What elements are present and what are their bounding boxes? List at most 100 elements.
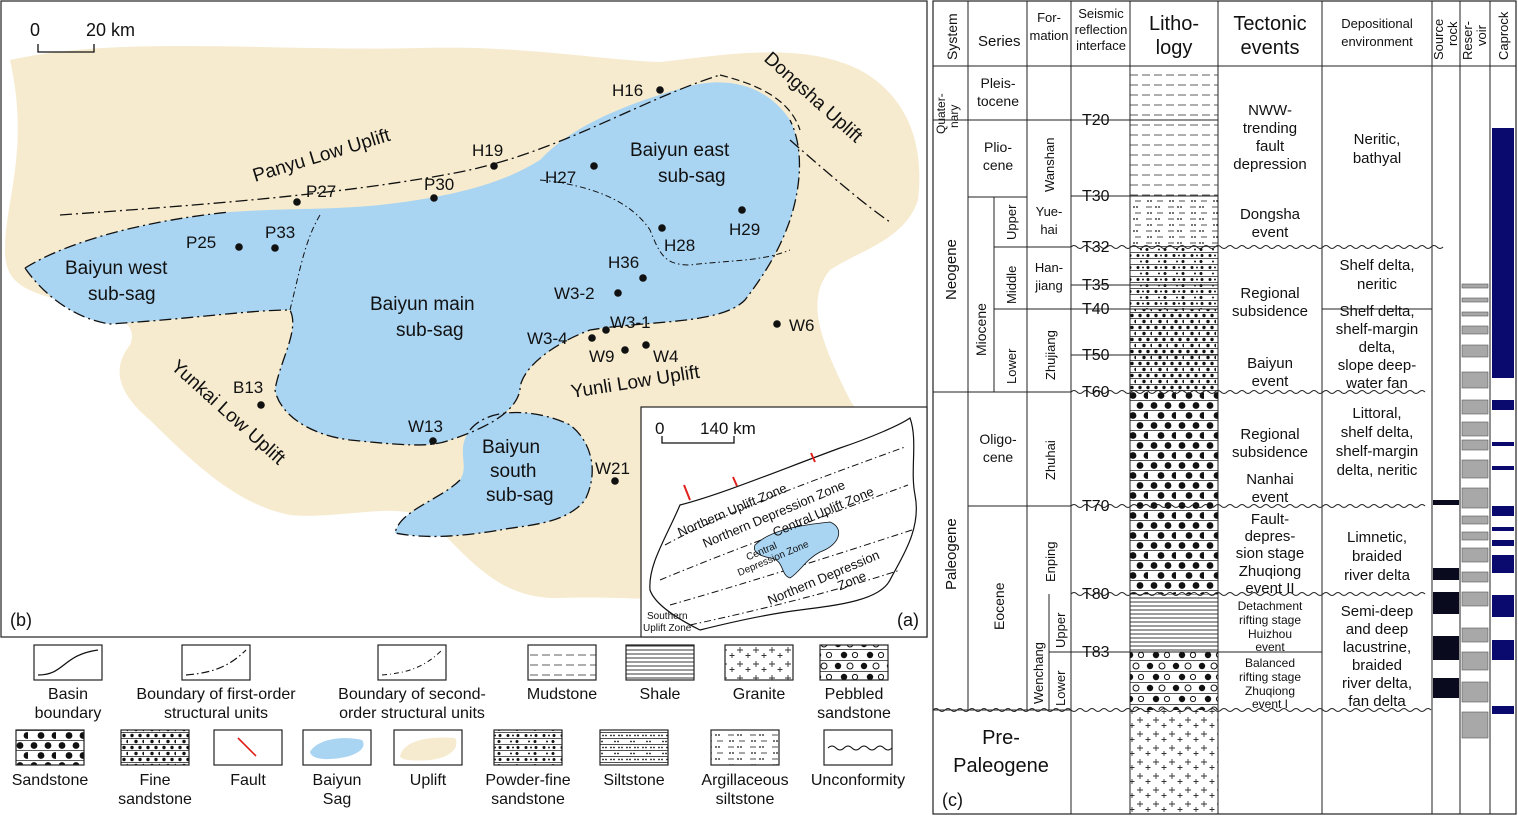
svg-text:140 km: 140 km (700, 419, 756, 438)
well-H16: H16 (612, 81, 664, 100)
well-W3-2: W3-2 (554, 284, 622, 303)
depositional-environments: Neritic,bathyal Shelf delta,neritic Shel… (1336, 131, 1419, 710)
well-W13: W13 (408, 417, 443, 445)
basin-boundary-line (719, 74, 801, 131)
legend-second-order: Boundary of second-order structural unit… (338, 644, 486, 722)
seismic-interfaces: T20 T30 T32 T35 T40 T50 T60 T70 T80 T83 (1071, 112, 1130, 661)
well-W6: W6 (773, 316, 815, 335)
svg-text:H28: H28 (664, 236, 695, 255)
series-lower: Lower (1004, 348, 1019, 384)
well-B13: B13 (233, 378, 265, 409)
baiyun-sag-area (25, 82, 800, 445)
svg-text:W6: W6 (789, 316, 815, 335)
series-eocene: Eocene (991, 582, 1007, 630)
baiyun-south-area (395, 412, 593, 537)
inset-basin-outline (649, 417, 917, 631)
interface-T83: T83 (1082, 644, 1110, 661)
well-W9: W9 (589, 346, 629, 366)
series-eocene-lower: Lower (1053, 670, 1068, 706)
inset-scale-bar: 0 140 km (655, 419, 756, 444)
second-order-boundaries (289, 179, 791, 311)
inset-faults (683, 452, 816, 501)
svg-text:P27: P27 (306, 182, 336, 201)
series-eocene-upper: Upper (1053, 612, 1068, 648)
system-neogene: Neogene (943, 239, 960, 300)
region-baiyun-main: Baiyun main sub-sag (370, 294, 480, 341)
scale-bar-b: 0 20 km (30, 20, 135, 53)
header-caprock: Caprock (1496, 11, 1511, 60)
svg-text:Mudstone: Mudstone (527, 686, 597, 703)
legend-mudstone: Mudstone (527, 644, 597, 703)
svg-text:W3-4: W3-4 (527, 329, 568, 348)
region-baiyun-west: Baiyun west sub-sag (65, 258, 173, 305)
interface-T40: T40 (1082, 301, 1110, 318)
formation-zhujiang: Zhujiang (1043, 330, 1058, 380)
well-P33: P33 (265, 223, 295, 252)
caprock-bars (1492, 128, 1514, 714)
inset-zone-boundaries (659, 446, 913, 626)
formation-enping: Enping (1043, 542, 1058, 582)
svg-text:Boundary of second-order struc: Boundary of second-order structural unit… (338, 686, 486, 722)
system-paleogene: Paleogene (943, 518, 960, 590)
system-pre-paleogene: Pre-Paleogene (953, 727, 1049, 777)
system-row-lines (933, 119, 1071, 710)
header-formation: For-mation (1029, 10, 1068, 43)
svg-text:P25: P25 (186, 233, 216, 252)
legend-granite: Granite (724, 644, 794, 703)
lithology-column (1130, 66, 1218, 814)
legend-siltstone: Siltstone (599, 729, 669, 789)
scale-end-label: 20 km (86, 20, 135, 40)
series-miocene: Miocene (973, 303, 989, 356)
svg-text:W4: W4 (653, 347, 679, 366)
header-reservoir: Reser-voir (1460, 21, 1489, 60)
panel-label-a: (a) (897, 610, 919, 630)
first-order-boundaries (24, 74, 891, 538)
well-H36: H36 (608, 253, 647, 282)
svg-text:W13: W13 (408, 417, 443, 436)
inset-frame (640, 406, 928, 638)
interface-T30: T30 (1082, 188, 1110, 205)
unconformity-lines (932, 119, 1444, 712)
svg-text:Unconformity: Unconformity (811, 772, 905, 789)
interface-T50: T50 (1082, 347, 1110, 364)
header-lithology: Litho-logy (1149, 13, 1199, 59)
legend-uplift: Uplift (393, 729, 463, 789)
well-W4: W4 (642, 341, 679, 366)
svg-text:H29: H29 (729, 220, 760, 239)
well-W3-4: W3-4 (527, 329, 596, 348)
svg-text:B13: B13 (233, 378, 263, 397)
series-oligocene: Oligo-cene (979, 431, 1017, 465)
svg-text:Granite: Granite (733, 686, 786, 703)
formation-wanshan: Wanshan (1042, 138, 1057, 192)
svg-text:H27: H27 (545, 168, 576, 187)
inset-baiyun-sag (753, 521, 840, 579)
well-H27: H27 (545, 162, 598, 187)
svg-text:H16: H16 (612, 81, 643, 100)
panel-label-b: (b) (10, 610, 32, 630)
header-system: System (944, 13, 960, 60)
region-baiyun-east: Baiyun east sub-sag (630, 140, 735, 187)
svg-text:Siltstone: Siltstone (603, 772, 664, 789)
interface-T60: T60 (1082, 384, 1110, 401)
svg-text:W21: W21 (595, 459, 630, 478)
